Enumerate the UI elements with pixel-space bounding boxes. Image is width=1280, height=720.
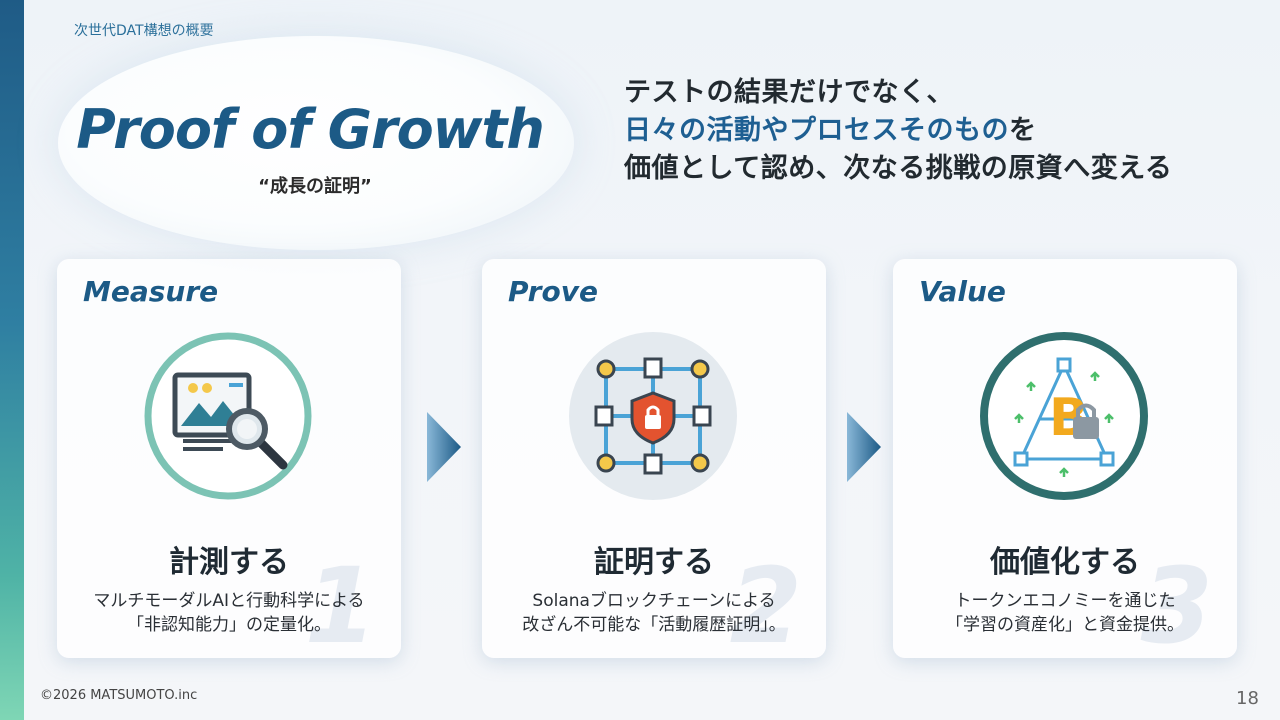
card-heading: Value: [919, 275, 1006, 308]
card-title: 価値化する: [990, 545, 1140, 580]
chevron-right-icon: [847, 412, 881, 482]
tagline-line-3: 価値として認め、次なる挑戦の原資へ変える: [624, 153, 1173, 184]
card-title: 計測する: [169, 545, 289, 580]
card-description: マルチモーダルAIと行動科学による 「非認知能力」の定量化。: [57, 589, 401, 637]
tagline: テストの結果だけでなく、 日々の活動やプロセスそのものを 価値として認め、次なる…: [624, 74, 1172, 188]
card-number: 2: [729, 545, 802, 658]
card-description-line-1: マルチモーダルAIと行動科学による: [93, 591, 365, 611]
card-prove: 2 Prove 証明する Solanaブロックチェーンによる 改ざん不可能な「活…: [482, 259, 826, 658]
card-heading: Measure: [83, 275, 219, 308]
card-measure: 1 Measure 計測する マルチモーダルAIと行動科学による 「非認知能力」…: [57, 259, 401, 658]
card-description-line-2: 改ざん不可能な「活動履歴証明」。: [522, 615, 786, 635]
card-description-line-1: Solanaブロックチェーンによる: [532, 591, 776, 611]
page-number: 18: [1236, 688, 1259, 709]
tagline-line-2: 日々の活動やプロセスそのものを: [624, 112, 1172, 150]
bitcoin-lock-icon: B: [979, 331, 1149, 501]
tagline-line-2-rest: を: [1009, 115, 1037, 146]
card-value: 3 Value B 価値化する トークンエコノミーを通じた 「学習の資産化」と資…: [893, 259, 1237, 658]
card-description-line-2: 「学習の資産化」と資金提供。: [946, 615, 1184, 635]
tagline-accent: 日々の活動やプロセスそのもの: [624, 115, 1009, 146]
image-magnifier-icon: [143, 331, 313, 501]
hero-subtitle: “成長の証明”: [258, 176, 372, 197]
card-number: 3: [1140, 545, 1213, 658]
card-description: Solanaブロックチェーンによる 改ざん不可能な「活動履歴証明」。: [482, 589, 826, 637]
section-label: 次世代DAT構想の概要: [74, 23, 214, 39]
hero-title: Proof of Growth: [76, 98, 545, 161]
hero-ellipse: [58, 36, 574, 250]
copyright-footer: ©2026 MATSUMOTO.inc: [40, 688, 198, 703]
card-description: トークンエコノミーを通じた 「学習の資産化」と資金提供。: [893, 589, 1237, 637]
card-description-line-1: トークンエコノミーを通じた: [954, 591, 1176, 611]
side-accent-bar: [0, 0, 24, 720]
blockchain-shield-icon: [568, 331, 738, 501]
card-title: 証明する: [594, 545, 714, 580]
chevron-right-icon: [427, 412, 461, 482]
card-number: 1: [304, 545, 377, 658]
card-heading: Prove: [508, 275, 598, 308]
tagline-line-1: テストの結果だけでなく、: [624, 77, 954, 108]
card-description-line-2: 「非認知能力」の定量化。: [127, 615, 331, 635]
